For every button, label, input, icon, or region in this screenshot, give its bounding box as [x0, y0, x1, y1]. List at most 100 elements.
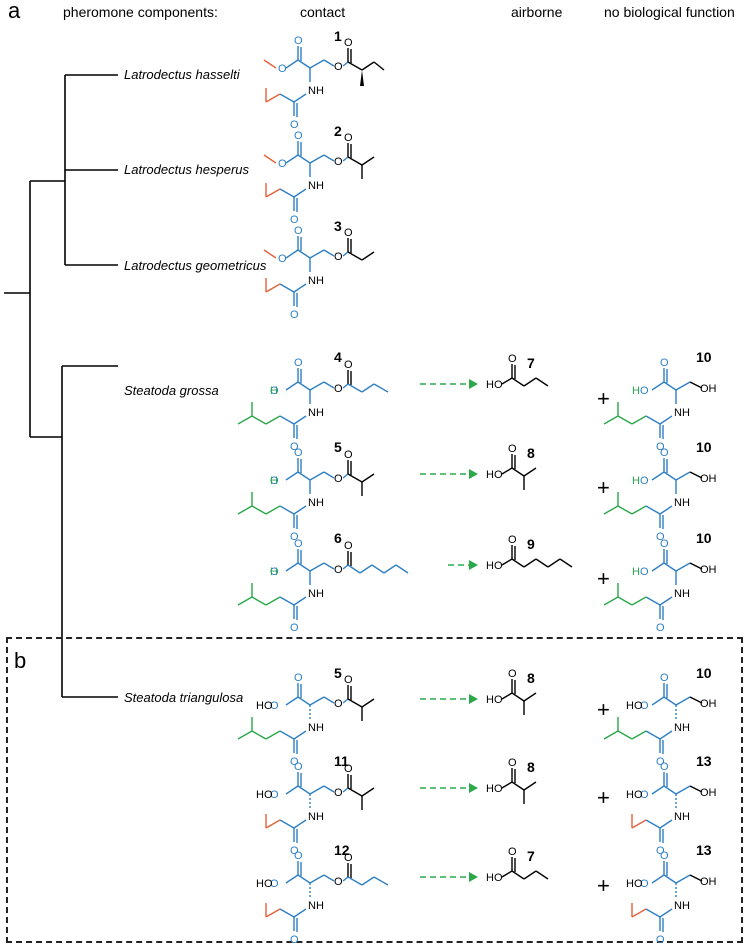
bond: [297, 562, 311, 572]
compound-number: 8: [527, 445, 535, 461]
compound-number: 13: [696, 753, 712, 769]
atom-O: O: [660, 850, 669, 862]
atom-HO: HO: [486, 379, 503, 391]
bond: [347, 473, 363, 483]
compound-number: 13: [696, 842, 712, 858]
atom-O: O: [334, 251, 343, 263]
bond: [285, 249, 299, 259]
hydrolysis-arrow: [448, 560, 478, 570]
bond: [659, 415, 673, 425]
bond: [603, 596, 619, 606]
bond: [663, 874, 677, 884]
atom-O: O: [344, 449, 353, 461]
atom-O: O: [278, 158, 287, 170]
bond: [285, 154, 299, 164]
bond: [603, 730, 619, 740]
bond: [342, 698, 349, 704]
bond: [359, 564, 373, 574]
bond: [617, 415, 633, 425]
bond: [293, 188, 307, 198]
bond: [361, 698, 375, 708]
atom-O: O: [294, 225, 303, 237]
compound-number: 10: [696, 530, 712, 546]
atom-O: O: [640, 789, 649, 801]
bond: [675, 562, 691, 572]
compound-number: 1: [334, 28, 342, 44]
atom-O: O: [290, 531, 299, 543]
bond: [631, 730, 647, 740]
bond: [675, 381, 691, 391]
atom-O: O: [656, 934, 665, 946]
atom-O: O: [334, 787, 343, 799]
arrowhead: [469, 872, 478, 882]
bond: [651, 381, 665, 391]
bond: [279, 415, 295, 425]
bond: [361, 876, 375, 886]
atom-O: O: [334, 383, 343, 395]
bond: [395, 564, 409, 574]
atom-O: O: [344, 763, 353, 775]
arrowhead: [469, 379, 478, 389]
atom-O: O: [656, 756, 665, 768]
atom-O: O: [344, 540, 353, 552]
bond: [631, 415, 647, 425]
airborne-acid-structure: HO O: [486, 353, 549, 391]
atom-O: O: [334, 156, 343, 168]
atom-NH: NH: [308, 588, 324, 600]
bond: [501, 377, 513, 385]
species-latrodectus-hesperus: Latrodectus hesperus: [124, 162, 250, 177]
bond: [285, 874, 299, 884]
atom-O: O: [656, 531, 665, 543]
hydrolysis-arrow: [420, 469, 478, 479]
bond: [501, 692, 513, 700]
atom-O: O: [290, 309, 299, 321]
bond: [323, 785, 335, 793]
atom-O: O: [294, 672, 303, 684]
plus-sign: +: [597, 785, 610, 810]
bond: [309, 562, 325, 572]
atom-NH: NH: [674, 497, 690, 509]
bond: [323, 59, 335, 67]
atom-H: H: [632, 566, 640, 578]
atom-O: O: [508, 668, 517, 680]
atom-O: O: [334, 61, 343, 73]
bond: [279, 596, 295, 606]
bond: [511, 692, 525, 702]
bond: [297, 785, 311, 795]
atom-O: O: [290, 845, 299, 857]
bond: [651, 785, 665, 795]
atom-NH: NH: [308, 85, 324, 97]
bond: [501, 558, 513, 566]
bond: [373, 61, 385, 71]
bond: [342, 156, 349, 162]
atom-O: O: [656, 845, 665, 857]
bond: [663, 562, 677, 572]
bond: [547, 558, 561, 568]
species-steatoda-grossa: Steatoda grossa: [124, 383, 219, 398]
bond: [651, 562, 665, 572]
atom-NH: NH: [308, 900, 324, 912]
plus-sign: +: [597, 566, 610, 591]
compound-number: 8: [527, 759, 535, 775]
bond: [373, 876, 389, 886]
atom-O: O: [270, 385, 279, 397]
bond: [645, 505, 661, 515]
atom-O: O: [640, 566, 649, 578]
atom-NH: NH: [308, 722, 324, 734]
panel-b-box: [6, 637, 743, 943]
atom-NH: NH: [674, 722, 690, 734]
bond: [323, 471, 335, 479]
bond: [265, 93, 281, 103]
bond: [361, 383, 375, 393]
hydrolysis-arrow: [420, 872, 478, 882]
bond: [285, 471, 299, 481]
atom-O: O: [508, 353, 517, 365]
atom-HO: HO: [486, 872, 503, 884]
